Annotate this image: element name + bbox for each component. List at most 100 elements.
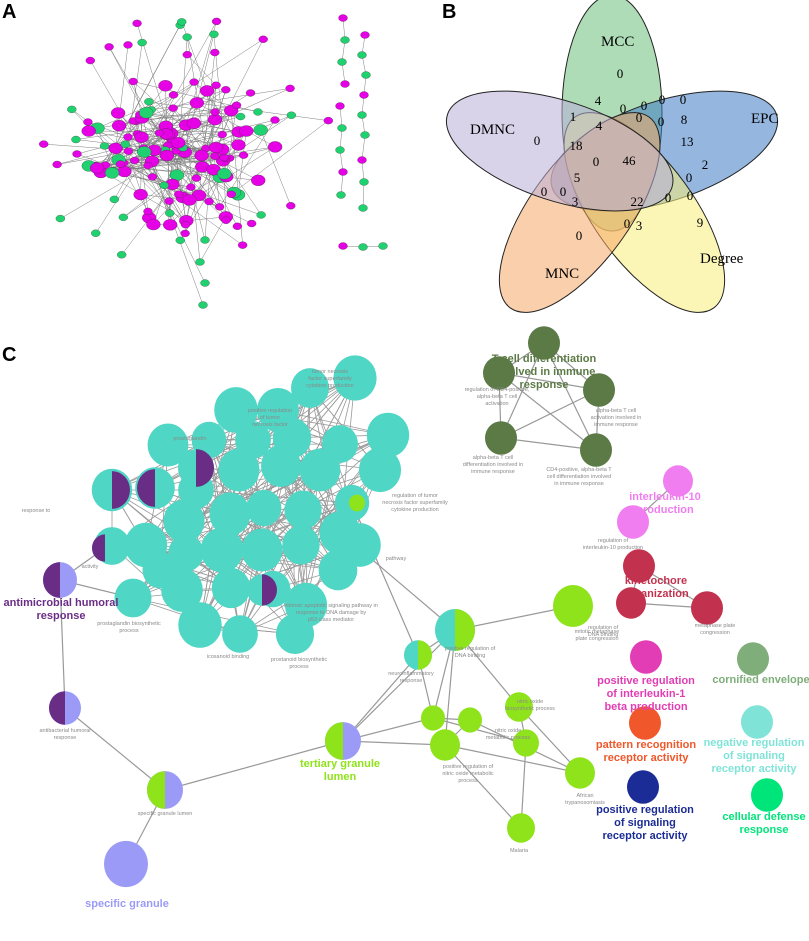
enrichment-node <box>421 705 445 731</box>
enrichment-node <box>483 356 515 390</box>
venn-region-count: 0 <box>641 98 648 113</box>
ppi-node <box>123 41 133 49</box>
enrichment-node <box>349 494 365 512</box>
ppi-node <box>286 111 297 119</box>
ppi-node <box>177 18 187 26</box>
ppi-node <box>338 242 348 250</box>
ppi-node <box>340 36 350 44</box>
ppi-node <box>104 167 120 179</box>
ppi-node <box>208 141 224 154</box>
enrichment-node <box>163 499 205 543</box>
ppi-node <box>232 222 243 230</box>
node-label: intrinsic apoptotic signaling pathway in… <box>284 603 378 623</box>
enrichment-node <box>630 640 662 674</box>
venn-region-count: 5 <box>574 170 581 185</box>
ppi-node <box>210 48 220 57</box>
ppi-node <box>378 242 388 250</box>
enrichment-node <box>275 613 315 655</box>
ppi-node <box>72 150 82 158</box>
ppi-node <box>174 190 184 198</box>
venn-region-count: 22 <box>631 194 644 209</box>
ppi-node <box>340 80 350 88</box>
venn-region-count: 4 <box>596 118 603 133</box>
enrichment-node <box>178 602 222 648</box>
ppi-node <box>251 174 266 186</box>
enrichment-node <box>458 707 482 733</box>
ppi-node <box>200 279 210 287</box>
venn-label-mnc: MNC <box>545 266 579 282</box>
ppi-node <box>175 236 185 244</box>
enrichment-node <box>147 423 189 467</box>
ppi-node <box>89 162 105 174</box>
ppi-node <box>217 168 232 180</box>
ppi-node <box>132 19 142 27</box>
ppi-node <box>143 207 153 216</box>
ppi-node <box>361 71 371 79</box>
ppi-node <box>323 116 333 125</box>
ppi-node <box>182 33 192 41</box>
node-label: specific granule lumen <box>138 811 193 817</box>
venn-label-dmnc: DMNC <box>470 122 515 138</box>
panel-b-letter: B <box>442 1 456 23</box>
ppi-node <box>214 203 225 211</box>
ppi-node <box>245 89 256 97</box>
ppi-node <box>258 35 268 43</box>
venn-region-count: 0 <box>541 184 548 199</box>
ppi-node <box>360 131 370 139</box>
venn-label-mcc: MCC <box>601 34 634 50</box>
ppi-node <box>171 137 186 149</box>
ppi-node <box>130 156 140 165</box>
ppi-node <box>180 229 190 238</box>
panel-a-letter: A <box>2 1 16 23</box>
ppi-node <box>137 38 147 47</box>
ppi-node <box>337 124 347 132</box>
ppi-node <box>221 216 231 224</box>
enrichment-node <box>214 387 258 433</box>
venn-region-count: 2 <box>702 157 709 172</box>
enrichment-node <box>629 706 661 740</box>
venn-region-count: 0 <box>624 216 631 231</box>
enrichment-node <box>751 778 783 812</box>
cluster-label: cornified envelope <box>712 674 809 686</box>
ppi-node <box>134 131 149 143</box>
enrichment-node <box>617 505 649 539</box>
ppi-node <box>237 241 248 249</box>
ppi-node <box>357 111 367 119</box>
venn-label-epc: EPC <box>751 111 779 127</box>
ppi-node <box>146 218 161 231</box>
enrichment-node <box>616 587 646 619</box>
ppi-node <box>270 116 280 124</box>
ppi-node <box>159 181 169 189</box>
enrichment-network: regulation of CD4-positive,alpha-beta T … <box>4 326 809 910</box>
enrichment-node <box>137 469 173 507</box>
ppi-node <box>238 151 249 159</box>
enrichment-node <box>553 585 593 627</box>
ppi-node <box>104 43 114 51</box>
ppi-node <box>337 58 347 66</box>
ppi-node <box>199 85 215 97</box>
enrichment-node <box>333 355 377 401</box>
venn-region-count: 1 <box>570 109 577 124</box>
venn-region-count: 0 <box>620 101 627 116</box>
ppi-node <box>71 135 81 144</box>
ppi-node <box>143 161 153 170</box>
ppi-node <box>39 140 49 148</box>
enrichment-node <box>366 412 410 458</box>
ppi-node <box>182 51 192 59</box>
ppi-node <box>231 139 246 151</box>
